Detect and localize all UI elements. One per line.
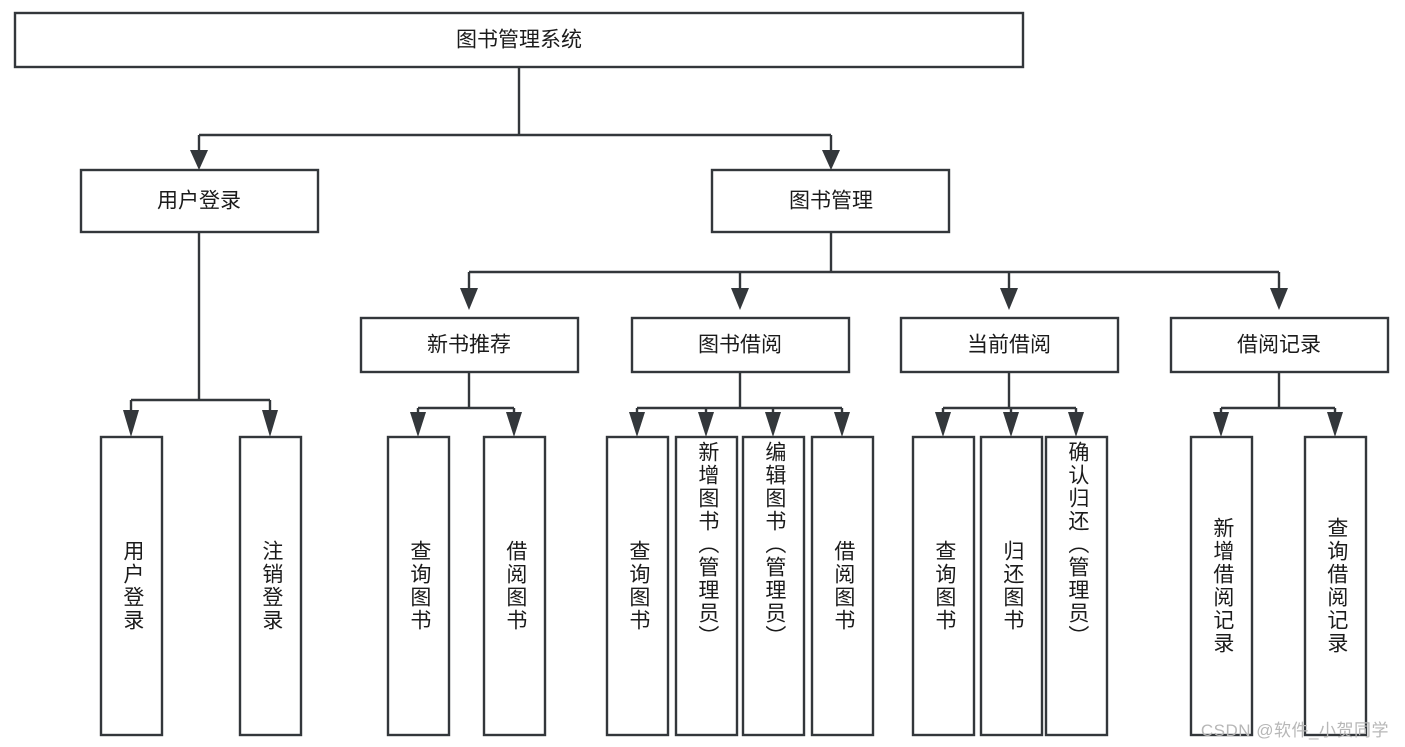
connector-user-login-to-leaves bbox=[123, 232, 278, 437]
leaf-box[interactable] bbox=[1303, 435, 1368, 737]
leaf-box[interactable] bbox=[1189, 435, 1254, 737]
leaf-box[interactable] bbox=[99, 435, 164, 737]
arrow-head-icon bbox=[731, 288, 749, 310]
arrow-head-icon bbox=[822, 150, 840, 170]
watermark-text: CSDN @软件_小贺同学 bbox=[1200, 721, 1389, 740]
arrow-head-icon bbox=[698, 412, 714, 437]
node-box bbox=[710, 168, 951, 234]
node-label: 当前借阅 bbox=[967, 334, 1051, 357]
leaf-box[interactable] bbox=[482, 435, 547, 737]
leaf-box[interactable] bbox=[674, 435, 739, 737]
leaf-boxes-user-login bbox=[99, 435, 303, 737]
arrow-head-icon bbox=[1068, 412, 1084, 437]
connector-current-borrow-to-leaves bbox=[935, 372, 1084, 437]
node-label: 图书管理系统 bbox=[456, 29, 582, 52]
leaf-boxes-borrow-record bbox=[1189, 435, 1368, 737]
arrow-head-icon bbox=[1327, 412, 1343, 437]
node-book-management[interactable]: 图书管理 bbox=[710, 168, 951, 234]
leaf-box[interactable] bbox=[386, 435, 451, 737]
connector-new-book-to-leaves bbox=[410, 372, 522, 437]
connector-book-mgmt-to-level3 bbox=[460, 232, 1288, 310]
node-box bbox=[13, 11, 1025, 69]
connector-book-borrow-to-leaves bbox=[629, 372, 850, 437]
node-box bbox=[630, 316, 851, 374]
leaf-boxes-new-book-recommend bbox=[386, 435, 547, 737]
arrow-head-icon bbox=[262, 410, 278, 437]
node-new-book-recommend[interactable]: 新书推荐 bbox=[359, 316, 580, 374]
node-box bbox=[899, 316, 1120, 374]
leaf-box[interactable] bbox=[911, 435, 976, 737]
leaf-box[interactable] bbox=[979, 435, 1044, 737]
leaf-boxes-current-borrow bbox=[911, 435, 1109, 737]
node-label: 新书推荐 bbox=[427, 334, 511, 357]
arrow-head-icon bbox=[1270, 288, 1288, 310]
arrow-head-icon bbox=[834, 412, 850, 437]
leaf-box[interactable] bbox=[810, 435, 875, 737]
arrow-head-icon bbox=[410, 412, 426, 437]
node-box bbox=[1169, 316, 1390, 374]
arrow-head-icon bbox=[506, 412, 522, 437]
arrow-head-icon bbox=[935, 412, 951, 437]
leaf-box[interactable] bbox=[741, 435, 806, 737]
leaf-box[interactable] bbox=[238, 435, 303, 737]
node-book-borrow[interactable]: 图书借阅 bbox=[630, 316, 851, 374]
node-box bbox=[359, 316, 580, 374]
node-box bbox=[79, 168, 320, 234]
arrow-head-icon bbox=[1003, 412, 1019, 437]
arrow-head-icon bbox=[460, 288, 478, 310]
node-label: 图书管理 bbox=[789, 190, 873, 213]
node-root-system[interactable]: 图书管理系统 bbox=[13, 11, 1025, 69]
node-label: 借阅记录 bbox=[1237, 334, 1321, 357]
leaf-box[interactable] bbox=[1044, 435, 1109, 737]
node-label: 用户登录 bbox=[157, 190, 241, 213]
arrow-head-icon bbox=[1000, 288, 1018, 310]
leaf-box[interactable] bbox=[605, 435, 670, 737]
arrow-head-icon bbox=[1213, 412, 1229, 437]
node-borrow-record[interactable]: 借阅记录 bbox=[1169, 316, 1390, 374]
arrow-head-icon bbox=[765, 412, 781, 437]
arrow-head-icon bbox=[123, 410, 139, 437]
arrow-head-icon bbox=[190, 150, 208, 170]
connector-root-to-level2 bbox=[190, 67, 840, 170]
node-user-login[interactable]: 用户登录 bbox=[79, 168, 320, 234]
node-label: 图书借阅 bbox=[698, 334, 782, 357]
node-current-borrow[interactable]: 当前借阅 bbox=[899, 316, 1120, 374]
leaf-boxes-book-borrow bbox=[605, 435, 875, 737]
connector-borrow-record-to-leaves bbox=[1213, 372, 1343, 437]
arrow-head-icon bbox=[629, 412, 645, 437]
